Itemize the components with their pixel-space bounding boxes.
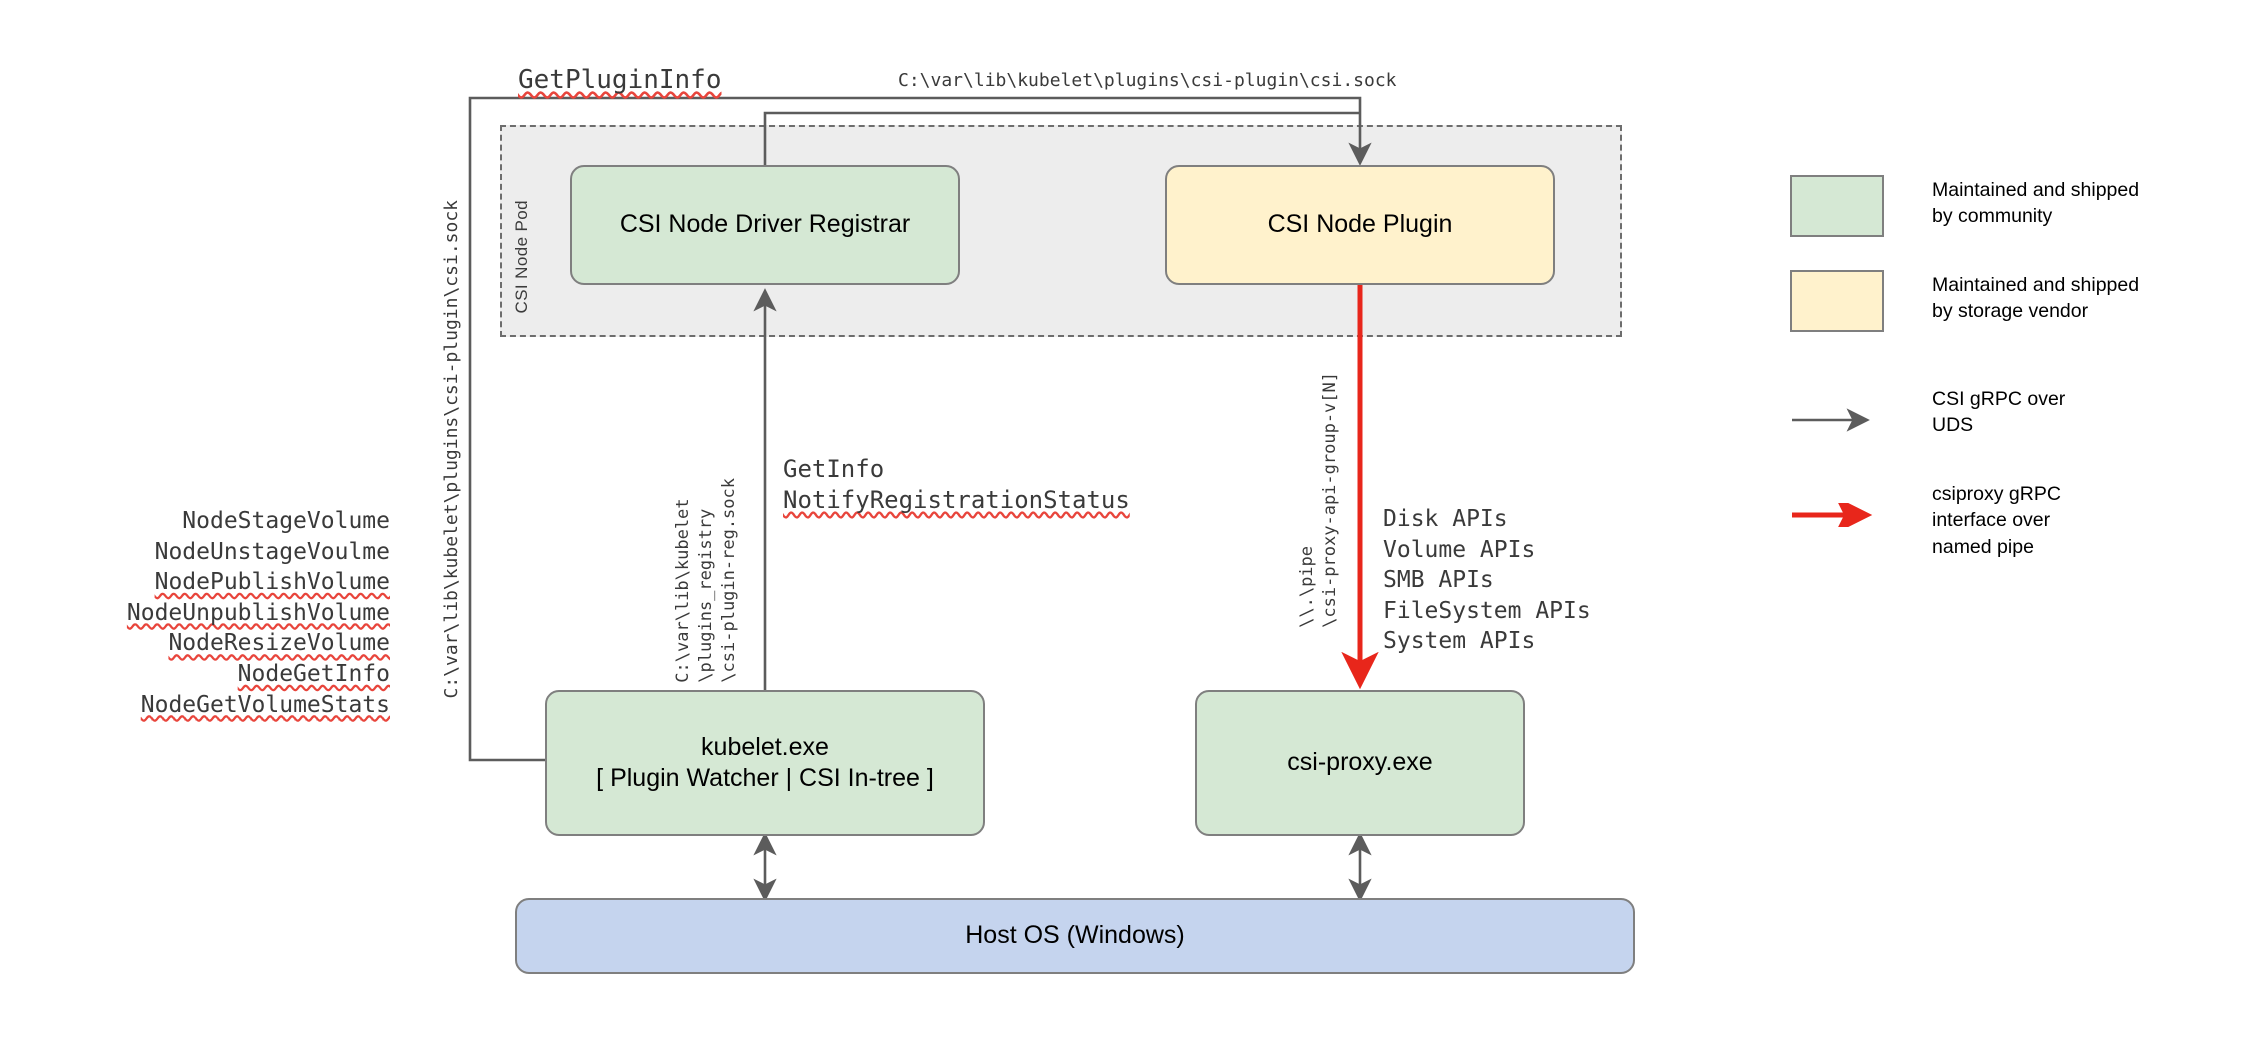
csi-proxy-api-item: SMB APIs — [1383, 567, 1494, 594]
label-get-info: GetInfo — [783, 455, 885, 483]
csi-proxy-api-item: FileSystem APIs — [1383, 597, 1591, 624]
csi-node-api-item: NodePublishVolume — [154, 569, 390, 596]
csi-node-api-item: NodeStageVolume — [182, 508, 390, 535]
label-get-plugin-info: GetPluginInfo — [518, 65, 722, 95]
node-label: CSI Node Plugin — [1267, 210, 1453, 239]
csi-node-pod-label: CSI Node Pod — [512, 200, 531, 314]
label-named-pipe-path: \\.\pipe \csi-proxy-api-group-v[N] — [1297, 372, 1340, 628]
node-label: Host OS (Windows) — [965, 921, 1185, 950]
csi-node-api-item: NodeUnstageVoulme — [154, 538, 390, 565]
legend-label: csiproxy gRPC interface over named pipe — [1932, 483, 2061, 558]
legend-row: Maintained and shipped by storage vendor — [1790, 270, 2139, 332]
node-host-os[interactable]: Host OS (Windows) — [515, 898, 1635, 974]
legend-color-swatch — [1790, 270, 1884, 332]
csi-proxy-api-item: System APIs — [1383, 628, 1536, 655]
legend-row: CSI gRPC over UDS — [1790, 388, 2065, 439]
node-kubelet-exe[interactable]: kubelet.exe [ Plugin Watcher | CSI In-tr… — [545, 690, 985, 836]
legend-arrow-icon — [1790, 496, 1884, 534]
node-label: CSI Node Driver Registrar — [619, 210, 911, 239]
csi-node-api-item: NodeGetInfo — [237, 661, 390, 688]
legend-color-swatch — [1790, 175, 1884, 237]
legend-label: Maintained and shipped by storage vendor — [1932, 274, 2140, 323]
label-csi-sock-path-left: C:\var\lib\kubelet\plugins\csi-plugin\cs… — [441, 200, 462, 699]
legend-label: Maintained and shipped by community — [1932, 179, 2140, 228]
csi-node-api-item: NodeUnpublishVolume — [126, 599, 390, 626]
label-registry-sock-path: C:\var\lib\kubelet \plugins_registry \cs… — [673, 478, 739, 683]
legend-label: CSI gRPC over UDS — [1932, 388, 2066, 437]
node-csi-node-driver-registrar[interactable]: CSI Node Driver Registrar — [570, 165, 960, 285]
node-csi-proxy-exe[interactable]: csi-proxy.exe — [1195, 690, 1525, 836]
node-label: kubelet.exe [ Plugin Watcher | CSI In-tr… — [596, 732, 934, 792]
csi-proxy-api-item: Volume APIs — [1383, 536, 1536, 563]
node-csi-node-plugin[interactable]: CSI Node Plugin — [1165, 165, 1555, 285]
csi-proxy-api-item: Disk APIs — [1383, 506, 1508, 533]
legend-arrow-icon — [1790, 408, 1884, 432]
legend-row: csiproxy gRPC interface over named pipe — [1790, 483, 2061, 560]
node-label: csi-proxy.exe — [1287, 748, 1433, 777]
csi-node-api-item: NodeGetVolumeStats — [140, 691, 390, 718]
legend-row: Maintained and shipped by community — [1790, 175, 2139, 237]
label-csi-sock-path-top: C:\var\lib\kubelet\plugins\csi-plugin\cs… — [898, 70, 1397, 91]
label-notify-registration-status: NotifyRegistrationStatus — [783, 486, 1130, 514]
csi-node-api-item: NodeResizeVolume — [168, 630, 390, 657]
